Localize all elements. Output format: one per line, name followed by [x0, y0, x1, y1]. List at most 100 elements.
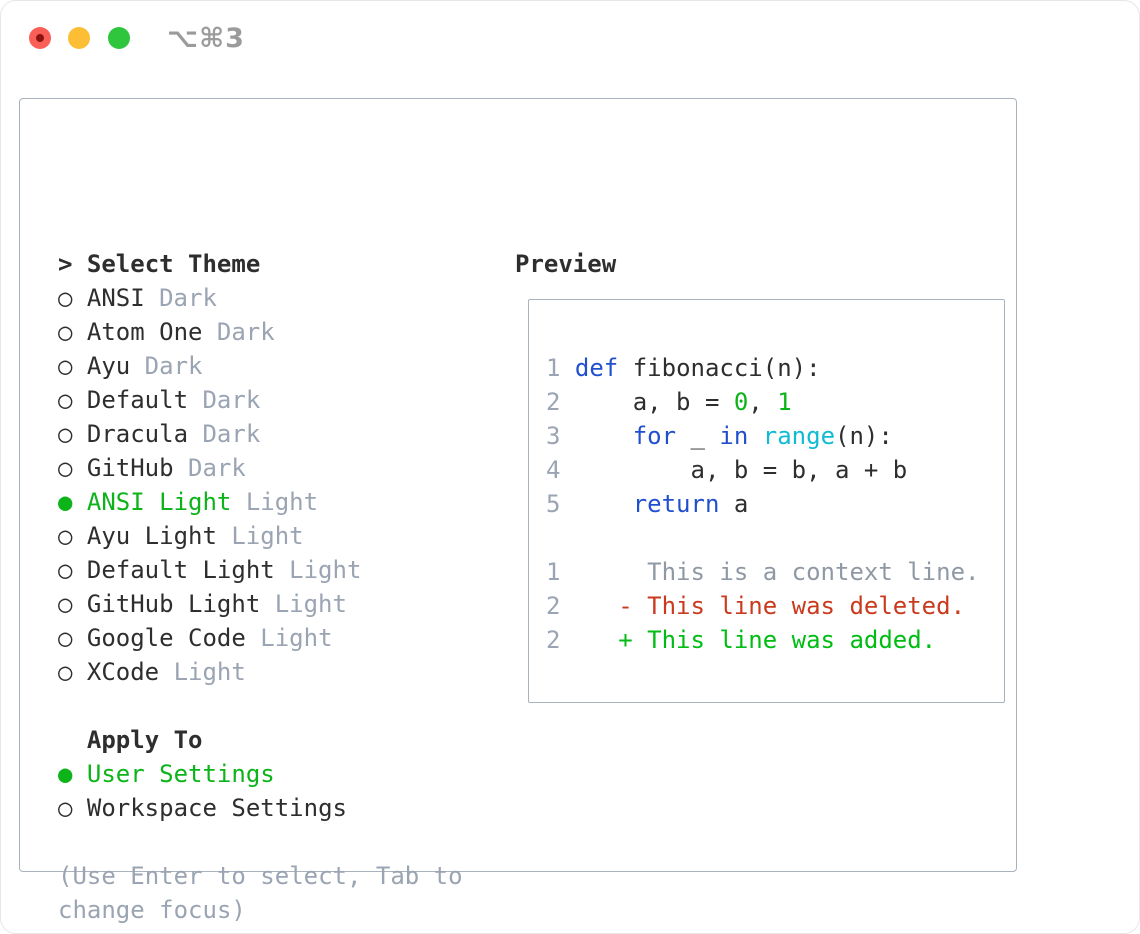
code-segment-fn: range: [762, 422, 836, 450]
radio-icon: ○: [58, 658, 73, 686]
spacer: [58, 689, 463, 723]
theme-variant-label: Dark: [216, 318, 275, 346]
code-segment-num: 1: [546, 558, 561, 586]
hint-text-line1: (Use Enter to select, Tab to: [58, 862, 463, 890]
code-segment-plain: [560, 490, 632, 518]
radio-icon: ○: [58, 420, 73, 448]
theme-name: Default: [86, 386, 189, 414]
radio-icon: ○: [58, 386, 73, 414]
theme-name: Google Code: [86, 624, 246, 652]
code-segment-kw: return: [632, 490, 720, 518]
preview-title: Preview: [515, 250, 617, 278]
theme-name: GitHub Light: [86, 590, 261, 618]
code-segment-num: 1: [546, 354, 575, 382]
code-line: 1 def fibonacci(n):: [546, 351, 979, 385]
code-segment-plain: [560, 626, 618, 654]
theme-variant-label: Dark: [202, 386, 261, 414]
code-segment-plain: [748, 422, 762, 450]
code-line: 2 a, b = 0, 1: [546, 385, 979, 419]
theme-variant-label: Light: [245, 488, 319, 516]
apply-to-list: ●User Settings ○ Workspace Settings: [58, 757, 463, 825]
theme-variant-label: Light: [260, 624, 333, 652]
theme-variant-label: Light: [274, 590, 347, 618]
theme-option[interactable]: ○ Atom One Dark: [58, 315, 463, 349]
code-segment-lit: 1: [777, 388, 792, 416]
theme-option[interactable]: ○ Default Dark: [58, 383, 463, 417]
apply-to-option-label: Workspace Settings: [86, 794, 347, 822]
theme-name: ANSI: [86, 284, 145, 312]
theme-option[interactable]: ○ GitHub Light Light: [58, 587, 463, 621]
theme-option[interactable]: ● ANSI Light Light: [58, 485, 463, 519]
radio-icon: ○: [58, 454, 73, 482]
code-segment-num: 3: [546, 422, 561, 450]
radio-icon: ○: [58, 352, 73, 380]
code-line: 5 return a: [546, 487, 979, 521]
window-title: ⌥⌘3: [167, 23, 245, 54]
hint-text-line2: change focus): [58, 896, 246, 924]
theme-option[interactable]: ○ Dracula Dark: [58, 417, 463, 451]
radio-icon: ○: [58, 556, 73, 584]
apply-to-option[interactable]: ○ Workspace Settings: [58, 791, 463, 825]
code-line: 1 This is a context line.: [546, 555, 979, 589]
close-button[interactable]: [29, 27, 51, 49]
code-segment-kw: in: [719, 422, 749, 450]
theme-name: Ayu: [86, 352, 131, 380]
radio-selected-icon: ●: [58, 760, 73, 788]
code-line: [546, 521, 979, 555]
theme-name: Atom One: [86, 318, 203, 346]
theme-name: Dracula: [86, 420, 189, 448]
code-segment-num: 4: [546, 456, 561, 484]
apply-to-option[interactable]: ●User Settings: [58, 757, 463, 791]
code-line: 2 + This line was added.: [546, 623, 979, 657]
code-segment-kw: def: [574, 354, 619, 382]
theme-variant-label: Dark: [188, 454, 246, 482]
theme-picker-title: Select Theme: [86, 250, 261, 278]
code-segment-num: 2: [546, 592, 561, 620]
radio-icon: ○: [58, 590, 73, 618]
title-bar: ⌥⌘3: [1, 1, 1139, 75]
code-segment-plain: a: [719, 490, 749, 518]
theme-option[interactable]: ○ Google Code Light: [58, 621, 463, 655]
theme-option[interactable]: ○ Ayu Light Light: [58, 519, 463, 553]
theme-variant-label: Dark: [202, 420, 261, 448]
theme-option[interactable]: ○ Default Light Light: [58, 553, 463, 587]
theme-variant-label: Dark: [144, 352, 203, 380]
radio-icon: ○: [58, 522, 73, 550]
code-segment-plain: [560, 592, 618, 620]
theme-variant-label: Light: [173, 658, 246, 686]
radio-selected-icon: ●: [58, 488, 73, 516]
code-segment-plain: (n):: [835, 422, 893, 450]
code-segment-add: + This line was added.: [618, 626, 937, 654]
code-segment-kw: for: [632, 422, 677, 450]
minimize-button[interactable]: [68, 27, 90, 49]
theme-variant-label: Light: [289, 556, 362, 584]
radio-icon: ○: [58, 624, 73, 652]
theme-option[interactable]: ○ Ayu Dark: [58, 349, 463, 383]
radio-icon: ○: [58, 794, 73, 822]
code-line: 4 a, b = b, a + b: [546, 453, 979, 487]
code-segment-plain: a, b = b, a + b: [560, 456, 908, 484]
apply-to-heading: Apply To: [86, 726, 203, 754]
theme-variant-label: Light: [231, 522, 304, 550]
zoom-button[interactable]: [108, 27, 130, 49]
theme-name: Default Light: [86, 556, 275, 584]
code-segment-plain: ,: [748, 388, 778, 416]
code-segment-num: 2: [546, 626, 561, 654]
theme-name: ANSI Light: [86, 488, 232, 516]
code-segment-num: 5: [546, 490, 561, 518]
code-segment-num: 2: [546, 388, 561, 416]
spacer: [58, 825, 463, 859]
theme-name: Ayu Light: [86, 522, 217, 550]
radio-icon: ○: [58, 318, 73, 346]
theme-variant-label: Dark: [159, 284, 217, 312]
code-segment-plain: _: [676, 422, 720, 450]
